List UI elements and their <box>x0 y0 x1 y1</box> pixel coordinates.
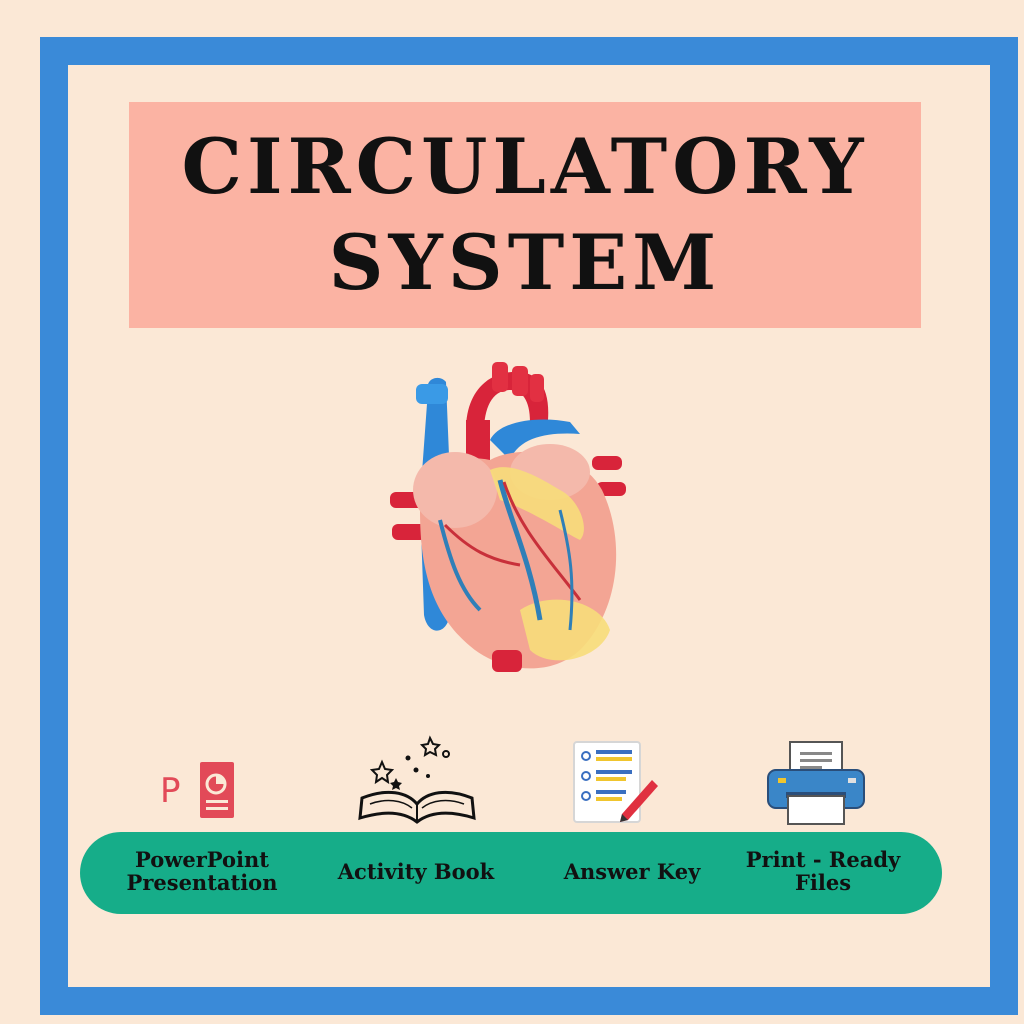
feature-label-line: PowerPoint <box>135 847 269 872</box>
feature-label-line: Files <box>794 870 852 895</box>
feature-label-line: Activity Book <box>337 859 495 884</box>
title-line-2: SYSTEM <box>328 218 722 307</box>
feature-bar: PowerPoint Presentation Activity Book An… <box>80 832 942 914</box>
feature-label-line: Presentation <box>126 870 278 895</box>
feature-label-answer-key: Answer Key <box>532 860 732 883</box>
feature-label-line: Answer Key <box>563 859 701 884</box>
anatomical-heart-icon <box>390 362 626 672</box>
feature-label-activity-book: Activity Book <box>316 860 516 883</box>
title-line-1: CIRCULATORY <box>181 122 869 211</box>
page-frame <box>40 37 1018 1015</box>
svg-text:P: P <box>160 771 181 811</box>
feature-label-line: Print - Ready <box>745 847 901 872</box>
printer-icon <box>767 741 865 825</box>
checklist-icon <box>573 741 658 823</box>
open-book-icon <box>358 735 476 824</box>
feature-label-print-ready: Print - Ready Files <box>723 848 923 894</box>
title-banner: CIRCULATORY SYSTEM <box>129 102 921 328</box>
powerpoint-icon: P <box>160 762 234 818</box>
feature-label-powerpoint: PowerPoint Presentation <box>102 848 302 894</box>
